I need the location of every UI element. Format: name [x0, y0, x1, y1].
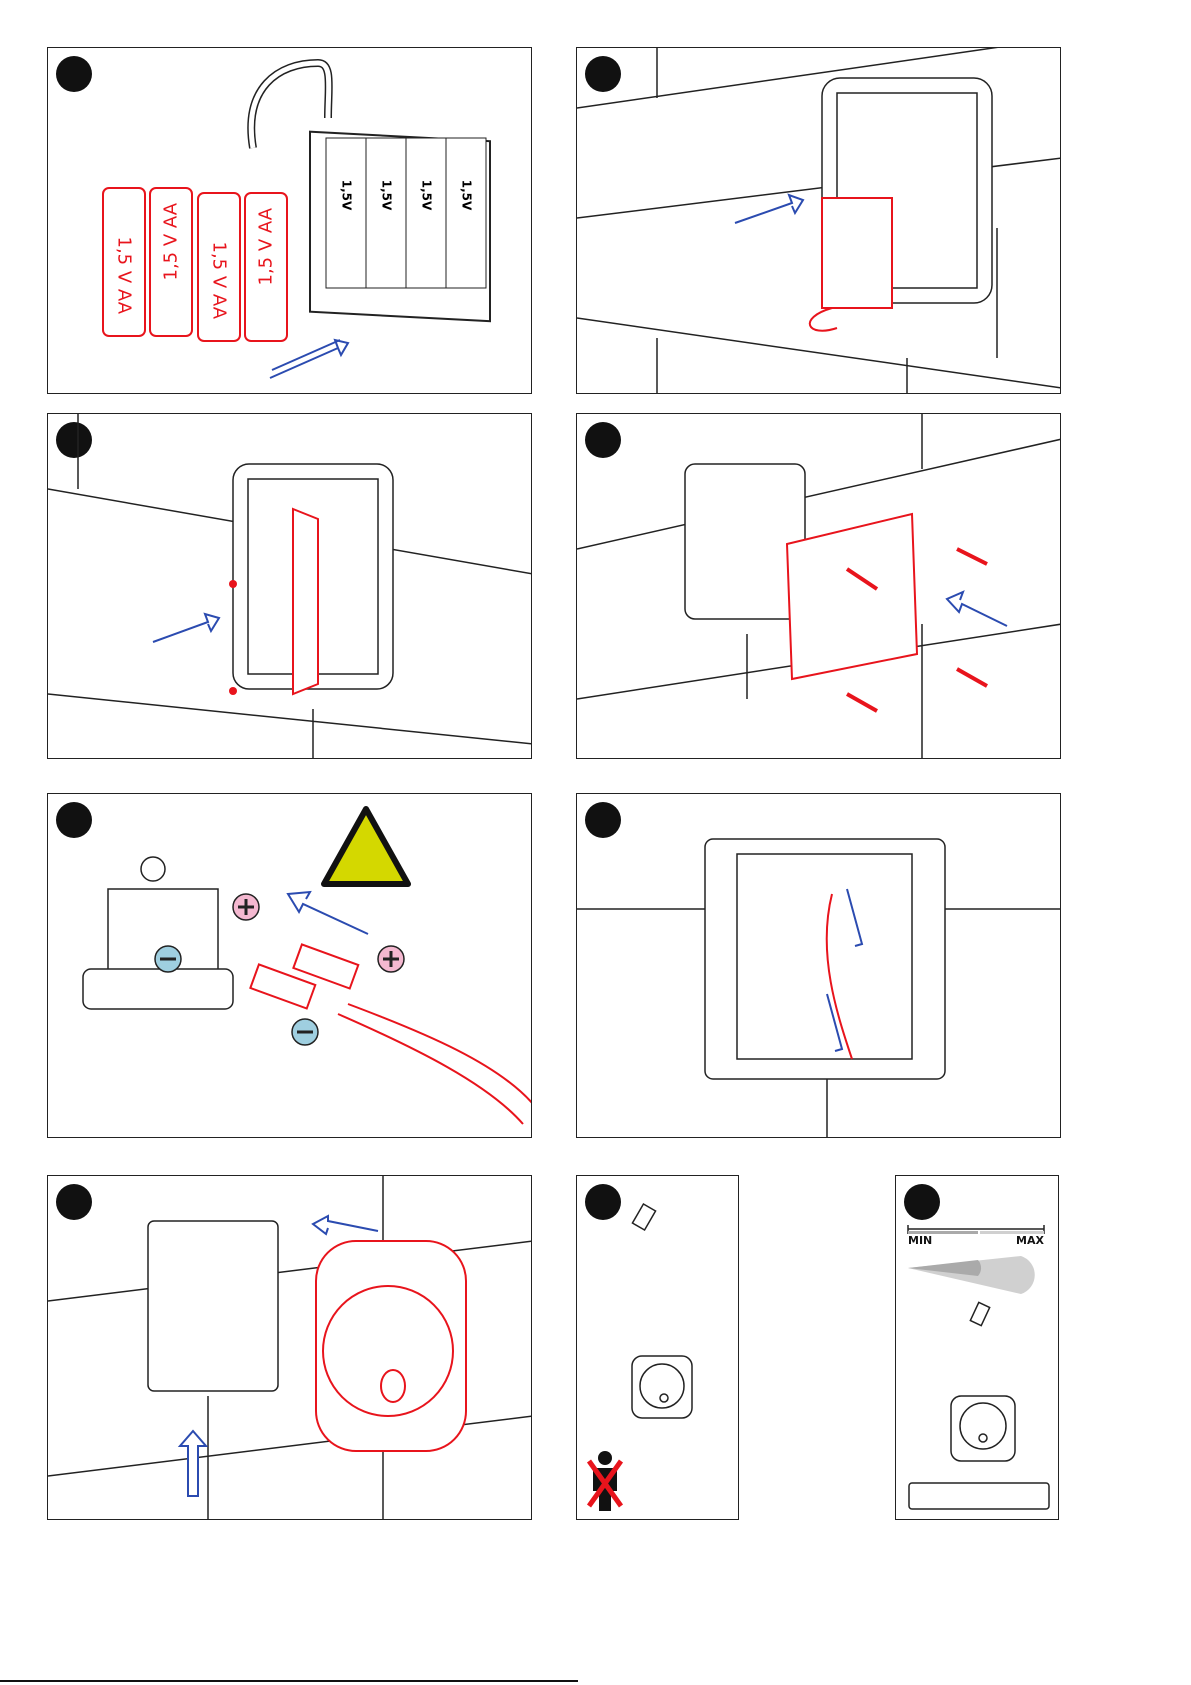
battery-label: 1,5 V AA [208, 241, 230, 320]
step-number-badge [585, 802, 621, 838]
holder-label: 1,5V [339, 179, 354, 211]
battery-label: 1,5 V AA [255, 207, 277, 286]
step-4-panel [576, 413, 1061, 759]
step-5-panel [47, 793, 532, 1138]
battery-label: 1,5 V AA [160, 202, 182, 281]
detection-range-min [908, 1260, 982, 1276]
step-1-panel: 1,5 V AA 1,5 V AA 1,5 V AA 1,5 V AA 1,5V… [47, 47, 532, 394]
sensor-calibration-illustration [586, 1202, 693, 1511]
step-8-panel [576, 1175, 739, 1520]
step-7-panel [47, 1175, 532, 1520]
faucet-spout-icon [631, 1202, 657, 1232]
battery-insertion-illustration [102, 58, 491, 379]
range-adjustment-illustration [907, 1225, 1050, 1510]
fix-frame-screws-illustration [577, 414, 1060, 758]
step-6-panel [576, 793, 1061, 1138]
battery-label: 1,5 V AA [113, 236, 135, 315]
min-label: MIN [908, 1234, 933, 1247]
fix-cover-plate-illustration [48, 414, 531, 758]
insert-battery-pack-illustration [577, 48, 1060, 393]
step-number-badge [585, 1184, 621, 1220]
holder-label: 1,5V [459, 179, 474, 211]
footer-rule [0, 1680, 578, 1682]
step-9-panel: MIN MAX [895, 1175, 1059, 1520]
step-number-badge [56, 1184, 92, 1220]
max-label: MAX [1016, 1234, 1044, 1247]
step-number-badge [56, 422, 92, 458]
cable-routing-illustration [577, 838, 1060, 1137]
display-bar [908, 1482, 1050, 1510]
mount-front-cover-illustration [48, 1176, 531, 1519]
warning-icon [321, 806, 411, 887]
step-number-badge [904, 1184, 940, 1220]
step-number-badge [56, 56, 92, 92]
step-number-badge [585, 56, 621, 92]
solenoid-valve-wiring-illustration [82, 806, 531, 1125]
step-number-badge [585, 422, 621, 458]
holder-label: 1,5V [419, 179, 434, 211]
no-person-icon [586, 1451, 624, 1511]
step-3-panel [47, 413, 532, 759]
step-number-badge [56, 802, 92, 838]
faucet-spout-icon [969, 1301, 991, 1327]
holder-label: 1,5V [379, 179, 394, 211]
step-2-panel [576, 47, 1061, 394]
